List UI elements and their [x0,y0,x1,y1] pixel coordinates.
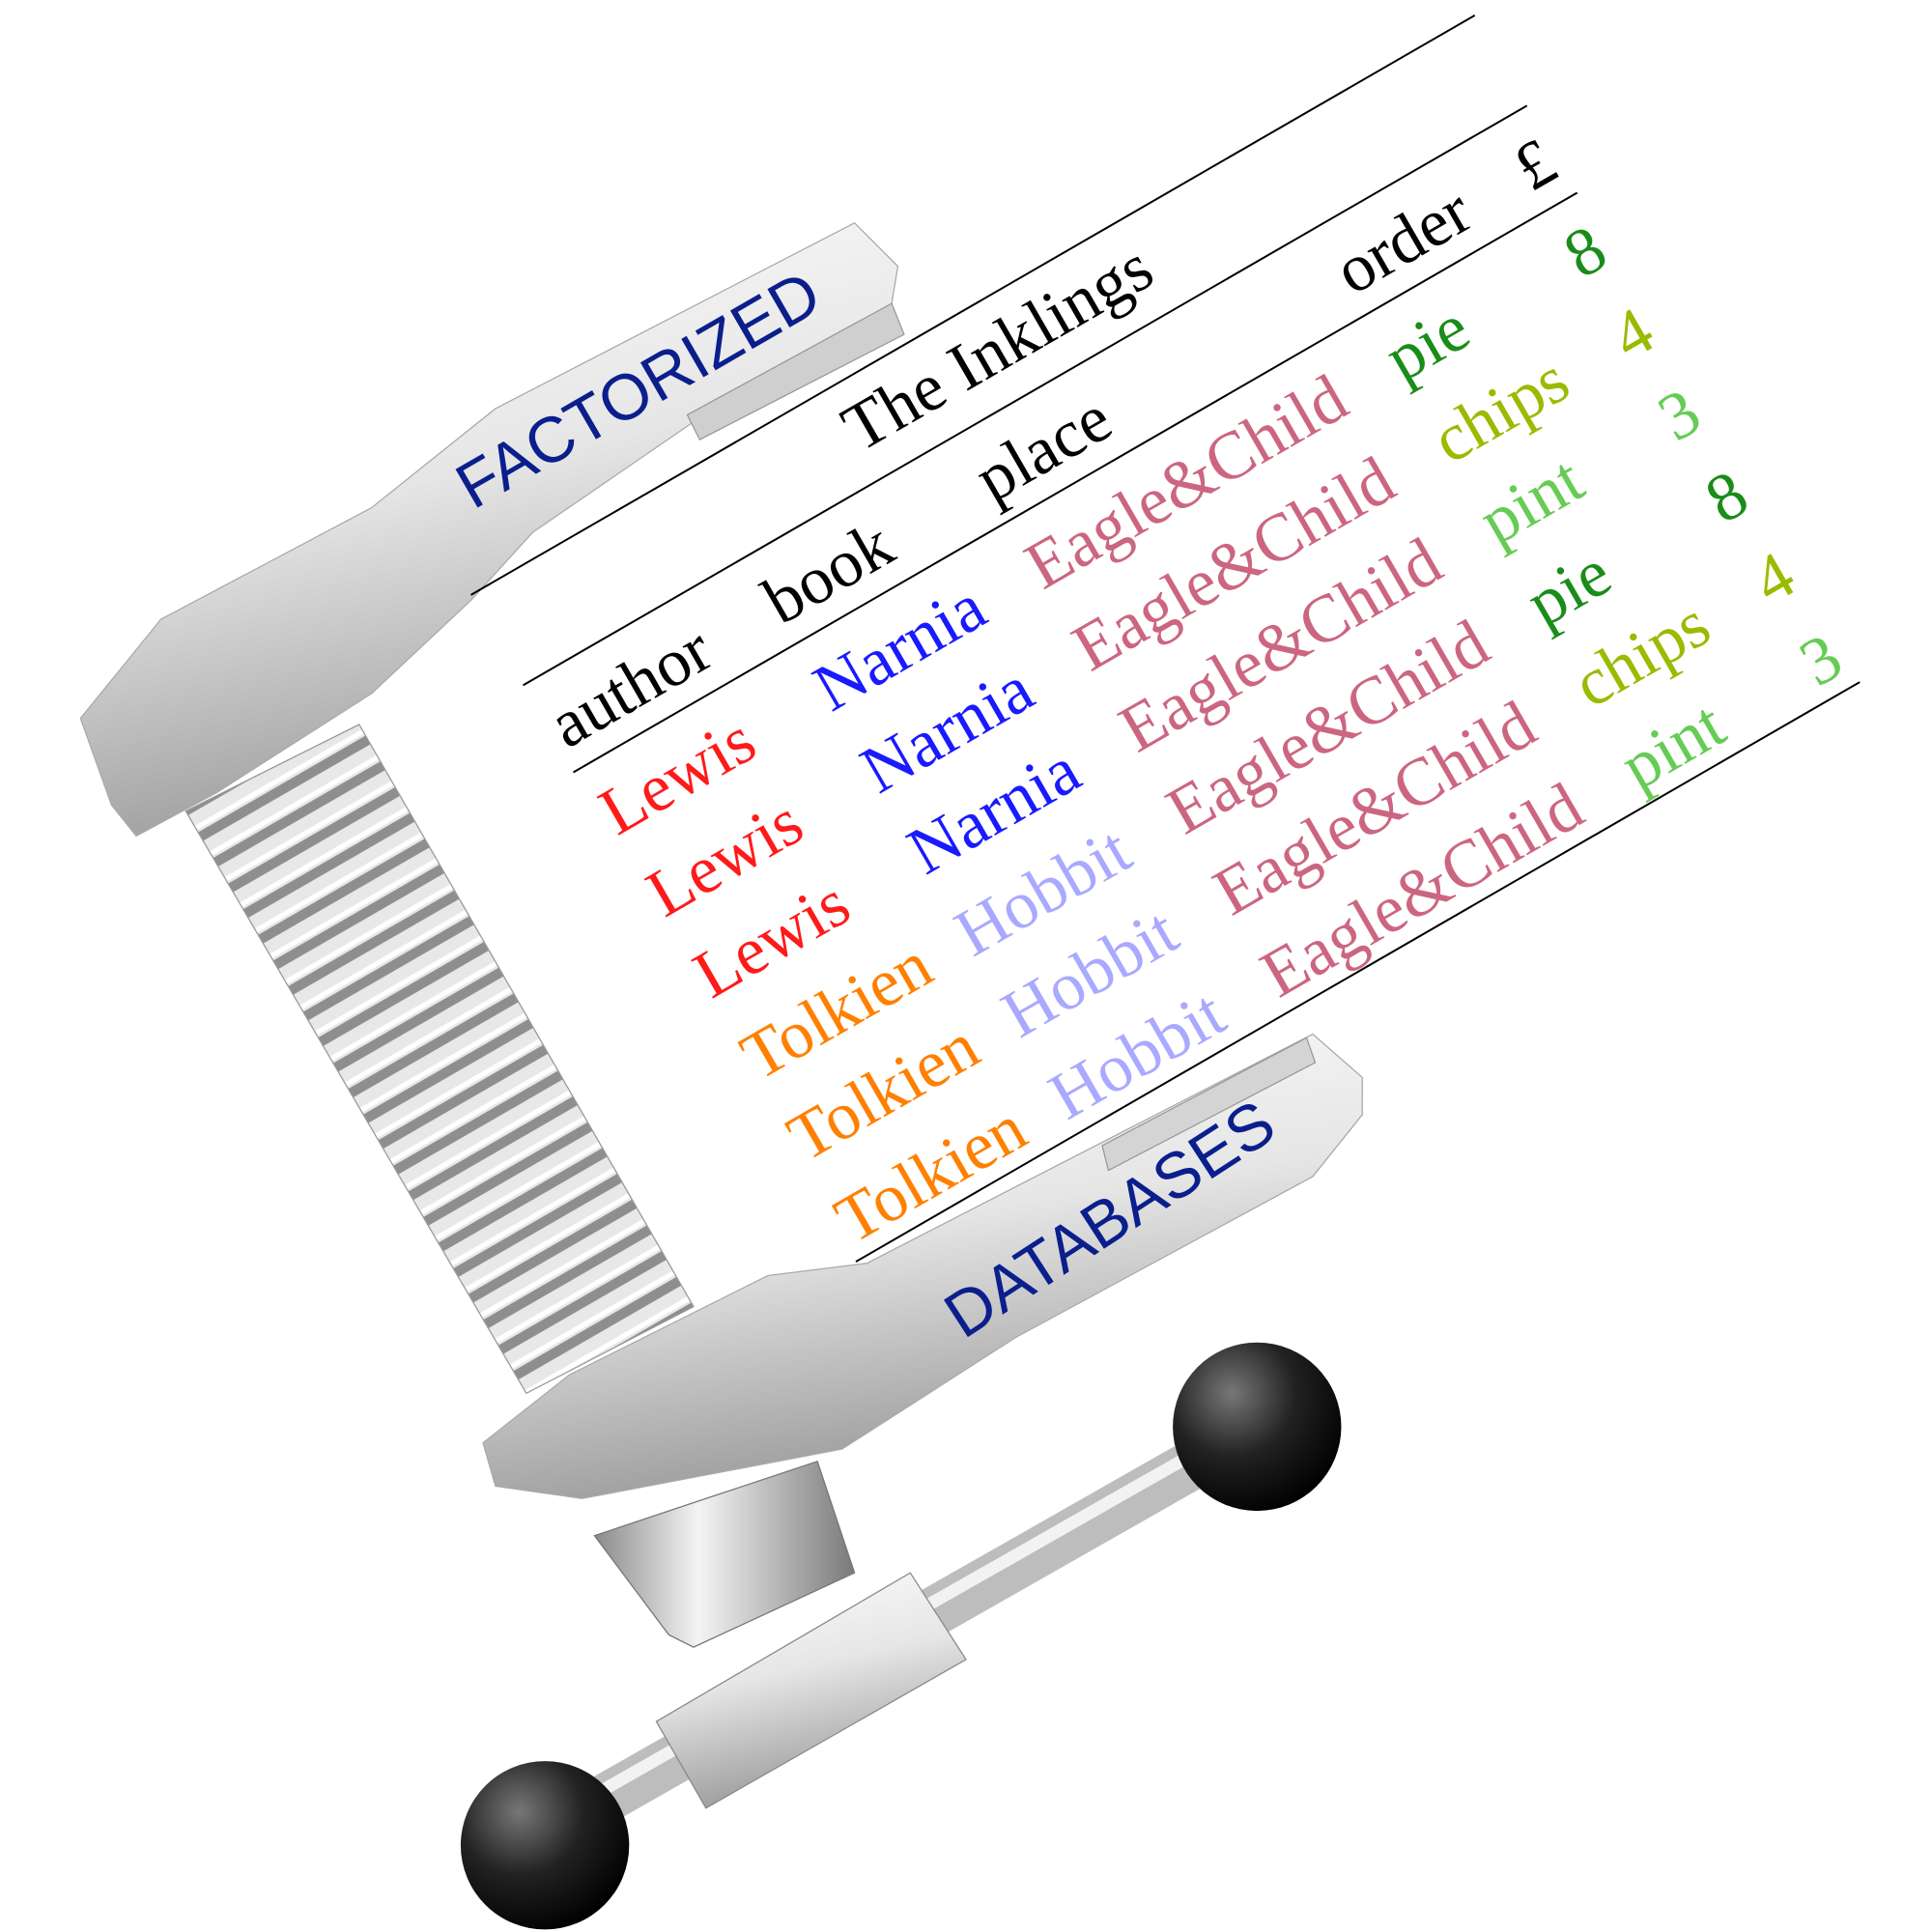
handle-ball-left[interactable] [460,1761,630,1930]
screw-hub [655,1572,967,1809]
screw-thread [185,724,695,1395]
handle-ball-right[interactable] [1173,1342,1342,1512]
bottom-jaw-pad [1101,1037,1317,1172]
screw-collar [593,1461,856,1648]
top-jaw-pad [686,302,905,440]
cell-order: pint [1608,687,1737,805]
